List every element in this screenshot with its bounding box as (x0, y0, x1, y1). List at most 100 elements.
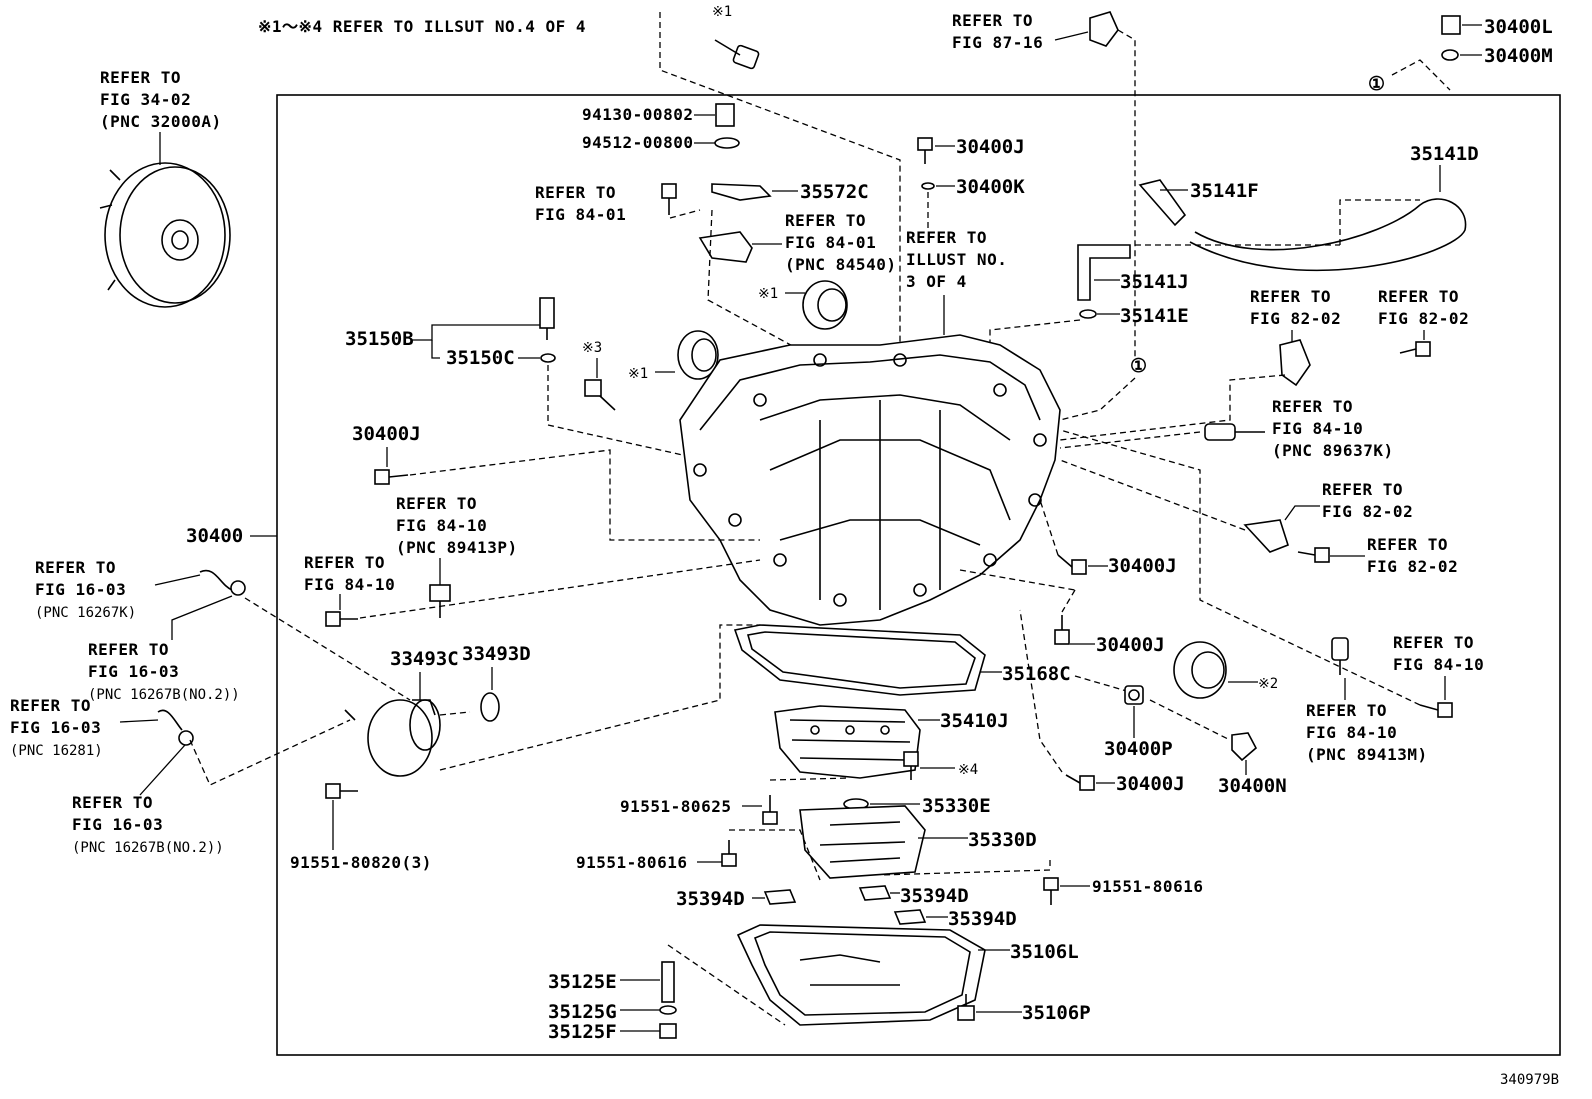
bolt-icon[interactable] (661, 183, 677, 215)
ref-84-01b[interactable]: REFER TO FIG 84-01 (PNC 84540) (785, 211, 896, 274)
valve-body-icon[interactable] (774, 705, 921, 779)
part-30400N-label[interactable]: 30400N (1218, 775, 1287, 797)
part-35141D-label[interactable]: 35141D (1410, 143, 1479, 165)
plug-icon[interactable] (1441, 15, 1461, 35)
part-35125F-label[interactable]: 35125F (548, 1021, 617, 1043)
clamp-icon[interactable] (178, 730, 194, 746)
bolt-icon[interactable] (1065, 774, 1095, 791)
speed-sensor-icon[interactable] (429, 584, 451, 618)
hose-clamp-icon[interactable] (199, 569, 233, 591)
sensor-icon[interactable] (1204, 423, 1265, 441)
part-94130-label[interactable]: 94130-00802 (582, 105, 693, 124)
ref-84-01a[interactable]: REFER TO FIG 84-01 (535, 183, 626, 224)
part-30400J-r2-label[interactable]: 30400J (1096, 634, 1165, 656)
part-35106P-label[interactable]: 35106P (1022, 1002, 1091, 1024)
part-35125G-label[interactable]: 35125G (548, 1001, 617, 1023)
oil-seal-icon[interactable] (802, 280, 848, 330)
part-91551-80616a-label[interactable]: 91551-80616 (576, 853, 687, 872)
part-30400K-label[interactable]: 30400K (956, 176, 1025, 198)
bushing-icon[interactable] (1124, 685, 1144, 705)
nut-icon[interactable] (715, 103, 735, 127)
sensor-icon[interactable] (539, 297, 555, 340)
part-35410J-label[interactable]: 35410J (940, 710, 1009, 732)
part-35141F-label[interactable]: 35141F (1190, 180, 1259, 202)
ref-illust-3[interactable]: REFER TO ILLUST NO. 3 OF 4 (906, 228, 1007, 291)
ref-82-02d[interactable]: REFER TO FIG 82-02 (1367, 535, 1458, 576)
part-30400-label[interactable]: 30400 (186, 525, 243, 547)
part-33493D-label[interactable]: 33493D (462, 643, 531, 665)
ref-84-10d[interactable]: REFER TO FIG 84-10 (1393, 633, 1484, 674)
washer-icon[interactable] (714, 137, 740, 149)
bolt-icon[interactable] (1419, 702, 1453, 718)
ref-16-03b[interactable]: REFER TO FIG 16-03 (PNC 16267B(NO.2)) (88, 640, 240, 703)
part-30400J-r1-label[interactable]: 30400J (1108, 555, 1177, 577)
union-icon[interactable] (1138, 179, 1187, 227)
magnet-icon[interactable] (893, 909, 927, 925)
part-35394D-a-label[interactable]: 35394D (676, 888, 745, 910)
part-30400J-r3-label[interactable]: 30400J (1116, 773, 1185, 795)
gasket-icon[interactable] (1441, 49, 1459, 61)
bracket-icon[interactable] (1279, 339, 1311, 387)
part-35150C-label[interactable]: 35150C (446, 347, 515, 369)
part-30400J-left-label[interactable]: 30400J (352, 423, 421, 445)
ref-16-03c[interactable]: REFER TO FIG 16-03 (PNC 16281) (10, 696, 103, 759)
magnet-icon[interactable] (858, 885, 892, 901)
part-35394D-b-label[interactable]: 35394D (900, 885, 969, 907)
part-94512-label[interactable]: 94512-00800 (582, 133, 693, 152)
torque-converter-icon[interactable] (99, 162, 231, 308)
ref-84-10a[interactable]: REFER TO FIG 84-10 (PNC 89637K) (1272, 397, 1394, 460)
ref-84-10e[interactable]: REFER TO FIG 84-10 (PNC 89413M) (1306, 701, 1428, 764)
magnet-icon[interactable] (763, 889, 797, 905)
clip-icon[interactable] (1089, 11, 1119, 47)
bolt-icon[interactable] (1399, 341, 1431, 357)
part-91551-80625-label[interactable]: 91551-80625 (620, 797, 731, 816)
oil-strainer-icon[interactable] (799, 805, 926, 879)
part-30400J-top-label[interactable]: 30400J (956, 136, 1025, 158)
part-35141J-label[interactable]: 35141J (1120, 271, 1189, 293)
ref-82-02a[interactable]: REFER TO FIG 82-02 (1250, 287, 1341, 328)
part-91551-80616b-label[interactable]: 91551-80616 (1092, 877, 1203, 896)
part-35106L-label[interactable]: 35106L (1010, 941, 1079, 963)
part-35572C-label[interactable]: 35572C (800, 181, 869, 203)
part-30400L-label[interactable]: 30400L (1484, 16, 1553, 38)
drain-plug-icon[interactable] (957, 994, 975, 1021)
hose-icon[interactable] (1189, 198, 1467, 272)
o-ring-icon[interactable] (921, 182, 935, 190)
clamp-icon[interactable] (230, 580, 246, 596)
oil-cooler-icon[interactable] (344, 699, 441, 777)
oil-seal-icon[interactable] (1173, 641, 1227, 699)
bolt-icon[interactable] (584, 379, 616, 411)
part-33493C-label[interactable]: 33493C (390, 648, 459, 670)
part-30400P-label[interactable]: 30400P (1104, 738, 1173, 760)
ref-16-03d[interactable]: REFER TO FIG 16-03 (PNC 16267B(NO.2)) (72, 793, 224, 856)
part-35394D-c-label[interactable]: 35394D (948, 908, 1017, 930)
bolt-icon[interactable] (714, 39, 760, 70)
bolt-icon[interactable] (325, 611, 358, 627)
bolt-icon[interactable] (374, 469, 409, 485)
part-35330E-label[interactable]: 35330E (922, 795, 991, 817)
bolt-icon[interactable] (1297, 547, 1330, 563)
gasket-icon[interactable] (733, 624, 986, 696)
part-35141E-label[interactable]: 35141E (1120, 305, 1189, 327)
sensor-icon[interactable] (698, 231, 753, 263)
tube-icon[interactable] (661, 961, 675, 1003)
ref-34-02[interactable]: REFER TO FIG 34-02 (PNC 32000A) (100, 68, 222, 131)
bolt-icon[interactable] (1043, 877, 1059, 905)
bolt-icon[interactable] (1054, 615, 1070, 645)
part-35168C-label[interactable]: 35168C (1002, 663, 1071, 685)
bolt-icon[interactable] (917, 137, 933, 164)
ref-16-03a[interactable]: REFER TO FIG 16-03 (PNC 16267K) (35, 558, 136, 621)
o-ring-icon[interactable] (1079, 309, 1097, 319)
ref-82-02c[interactable]: REFER TO FIG 82-02 (1322, 480, 1413, 521)
bolt-icon[interactable] (1057, 554, 1087, 575)
ref-84-10b[interactable]: REFER TO FIG 84-10 (PNC 89413P) (396, 494, 518, 557)
part-35150B-label[interactable]: 35150B (345, 328, 414, 350)
bolt-icon[interactable] (325, 783, 358, 799)
part-35125E-label[interactable]: 35125E (548, 971, 617, 993)
gasket-icon[interactable] (659, 1005, 677, 1015)
bracket-icon[interactable] (711, 183, 772, 201)
hose-icon[interactable] (157, 709, 183, 731)
elbow-icon[interactable] (1077, 244, 1131, 301)
plug-icon[interactable] (1231, 732, 1258, 762)
bolt-icon[interactable] (721, 840, 737, 867)
